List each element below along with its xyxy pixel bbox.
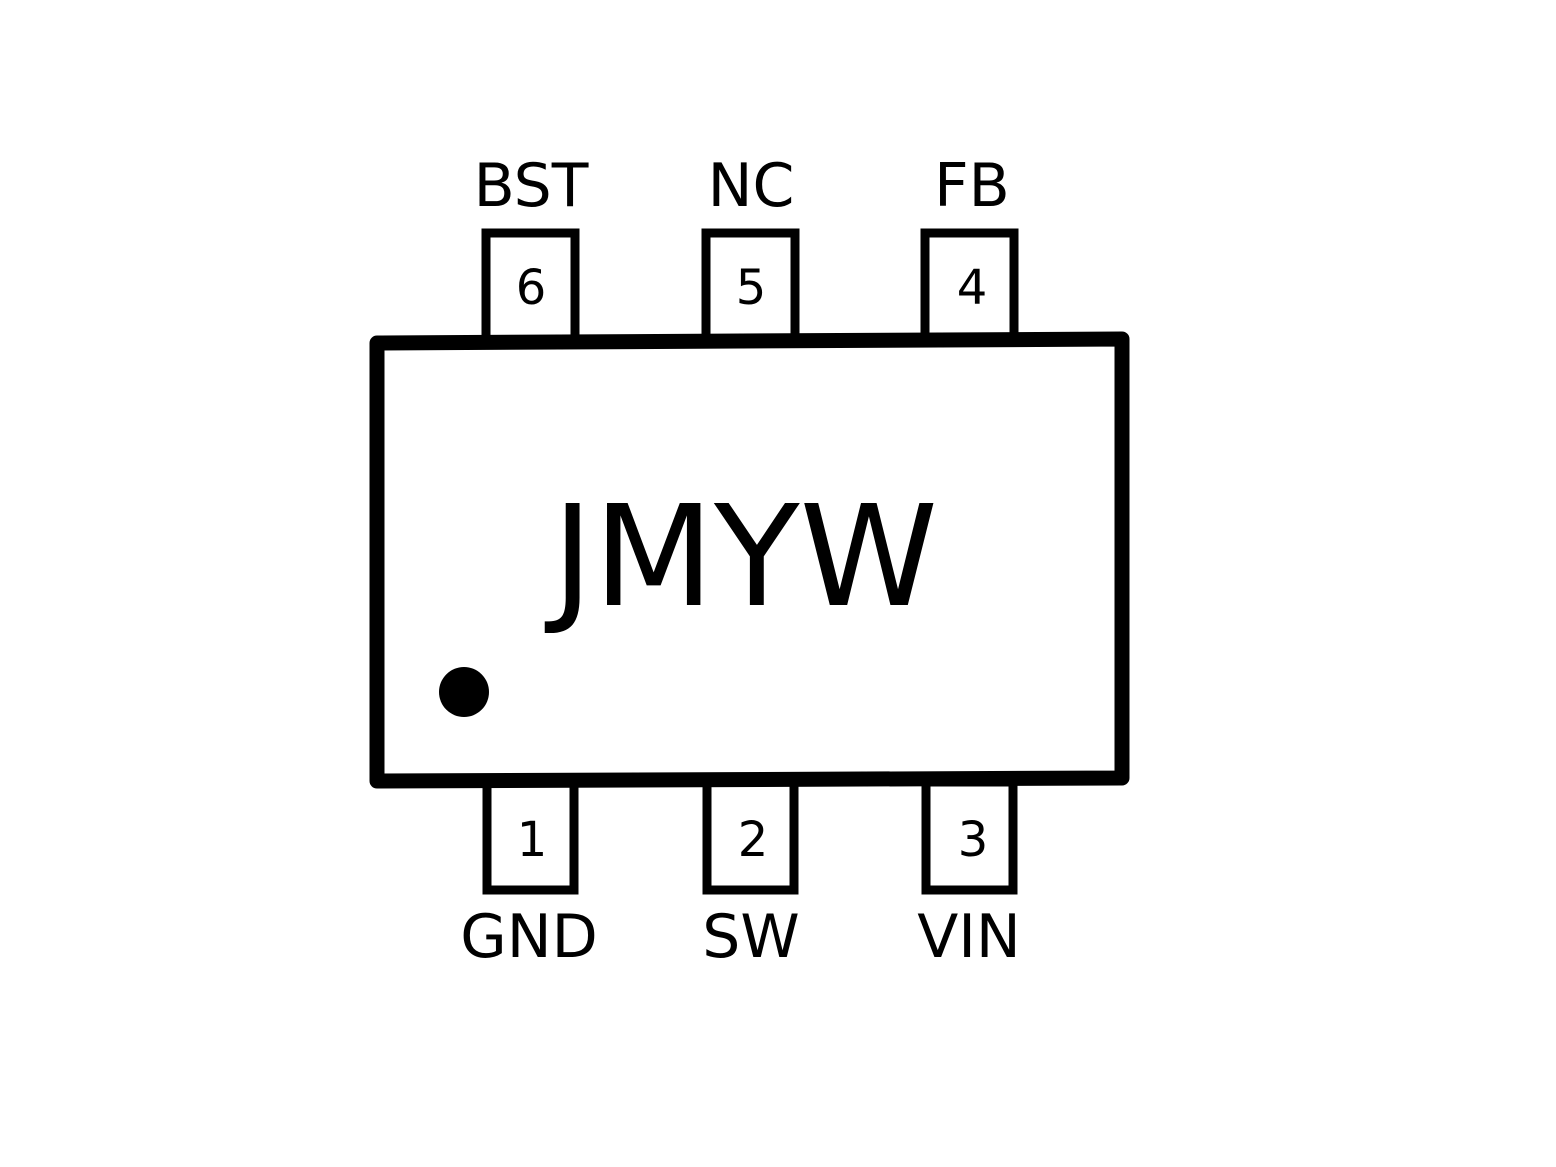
pin-1-name: GND — [460, 902, 598, 972]
pin-4: 4 FB — [920, 151, 1019, 348]
pin-3-lead — [921, 777, 1018, 895]
pin-2-name: SW — [702, 902, 799, 972]
pin-4-name: FB — [934, 151, 1010, 221]
pin-5-number: 5 — [736, 260, 767, 316]
pin1-indicator-dot — [439, 667, 489, 717]
pin-1-number: 1 — [517, 812, 548, 868]
pin-5: 5 NC — [701, 151, 800, 348]
pin-4-number: 4 — [957, 260, 988, 316]
pin-6: 6 BST — [474, 151, 589, 348]
pin-6-number: 6 — [516, 260, 547, 316]
pin-1: 1 GND — [460, 777, 598, 972]
package-marking: JMYW — [544, 476, 938, 639]
pin-6-name: BST — [474, 151, 589, 221]
pin-2-number: 2 — [738, 812, 769, 868]
pin-2: 2 SW — [702, 777, 800, 972]
pin-3: 3 VIN — [917, 777, 1021, 972]
pin-1-lead — [482, 777, 579, 895]
pin-3-name: VIN — [917, 902, 1021, 972]
pin-5-name: NC — [708, 151, 795, 221]
package-body — [369, 331, 1130, 789]
pin-3-number: 3 — [958, 812, 989, 868]
